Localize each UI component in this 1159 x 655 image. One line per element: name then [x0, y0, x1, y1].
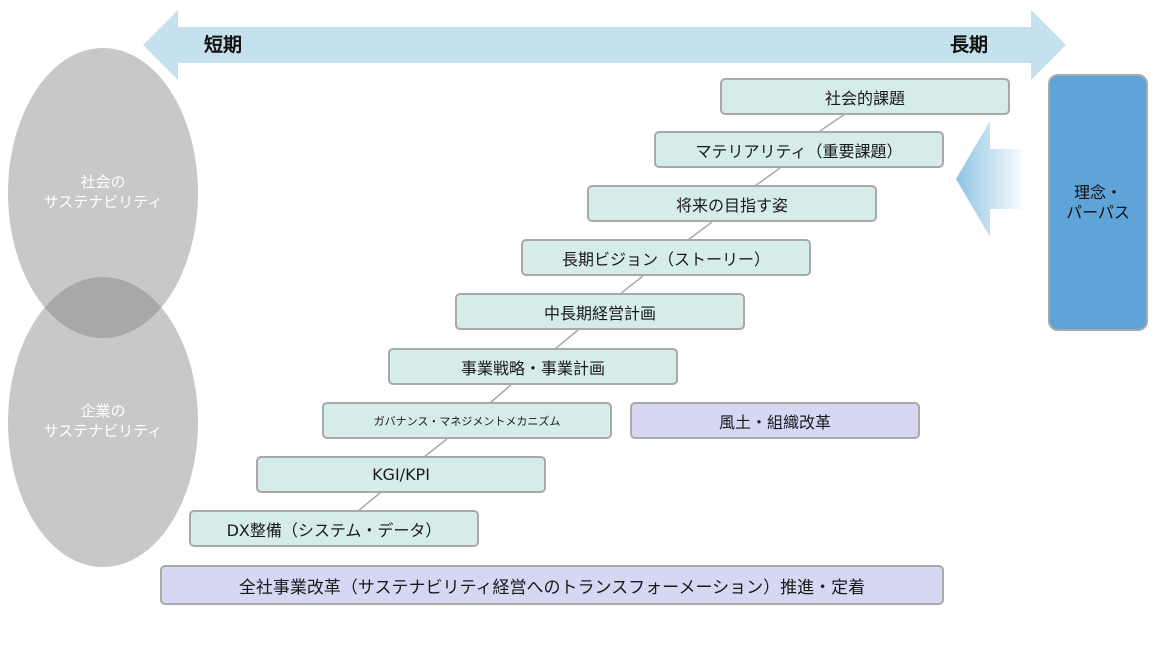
purpose-arrow	[956, 121, 1026, 237]
short-term-label: 短期	[204, 34, 243, 56]
purpose-label: 理念・ パーパス	[1066, 182, 1130, 222]
company-sustainability-label: 企業の サステナビリティ	[43, 402, 163, 440]
step-social-issues: 社会的課題	[720, 78, 1010, 115]
step-connectors	[357, 113, 846, 512]
company-circle	[8, 277, 198, 567]
society-circle	[8, 48, 198, 338]
step-dx: DX整備（システム・データ）	[189, 510, 479, 547]
society-sustainability-label: 社会の サステナビリティ	[43, 173, 163, 211]
step-mid-long-term-plan: 中長期経営計画	[455, 293, 745, 330]
step-business-strategy: 事業戦略・事業計画	[388, 348, 678, 385]
culture-reform-box: 風土・組織改革	[630, 402, 920, 439]
step-kgi-kpi: KGI/KPI	[256, 456, 546, 493]
timeline-arrow	[143, 10, 1066, 80]
company-transformation-box: 全社事業改革（サステナビリティ経営へのトランスフォーメーション）推進・定着	[160, 565, 944, 605]
purpose-box: 理念・ パーパス	[1048, 74, 1148, 331]
long-term-label: 長期	[950, 34, 989, 56]
step-future-vision: 将来の目指す姿	[587, 185, 877, 222]
step-long-term-vision: 長期ビジョン（ストーリー）	[521, 239, 811, 276]
step-governance: ガバナンス・マネジメントメカニズム	[322, 402, 612, 439]
step-materiality: マテリアリティ（重要課題）	[654, 131, 944, 168]
